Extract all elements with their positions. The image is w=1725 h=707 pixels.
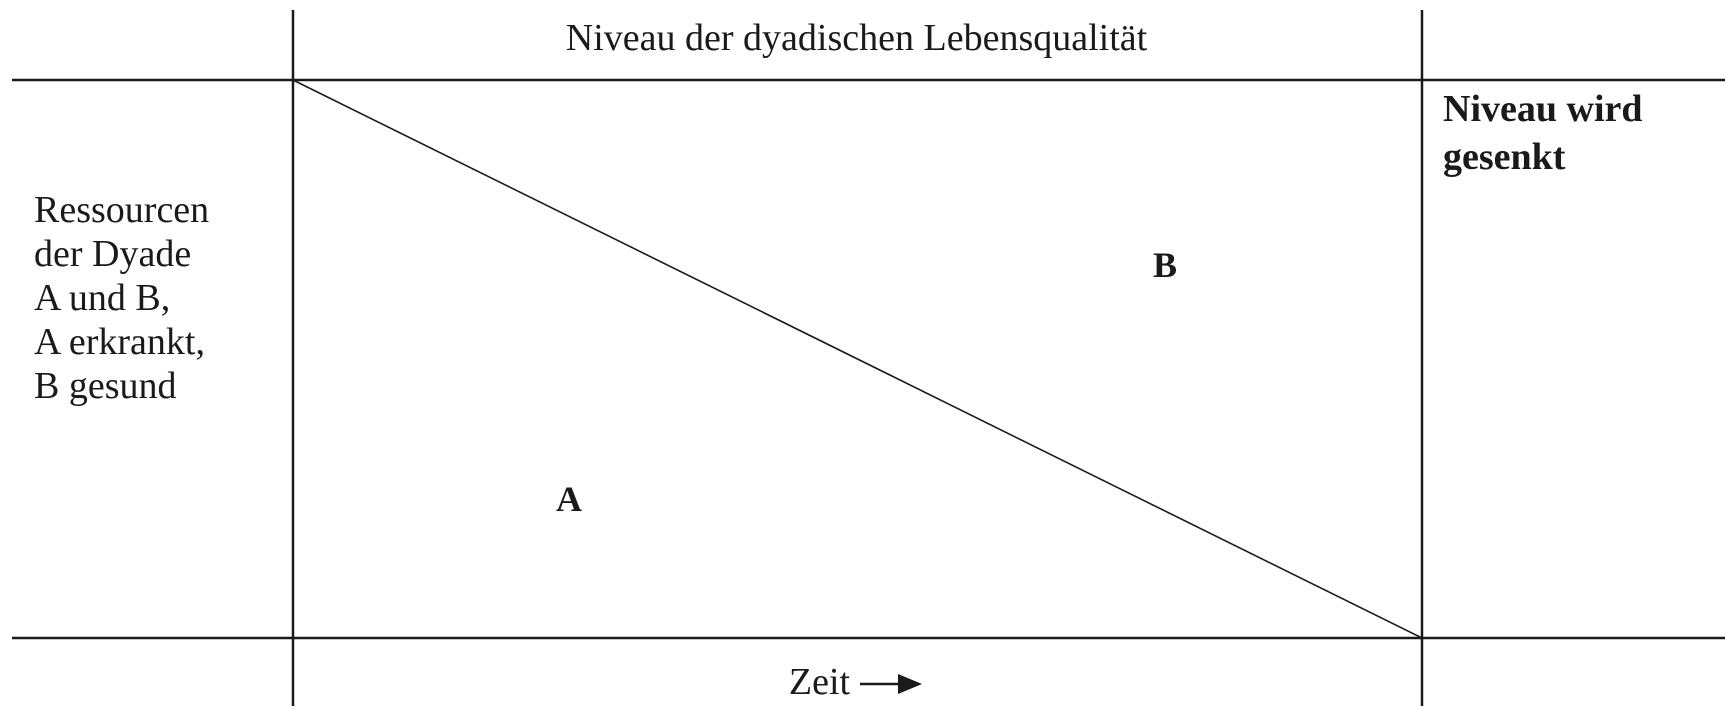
- right-label-line-2: gesenkt: [1443, 136, 1566, 178]
- header-title: Niveau der dyadischen Lebensqualität: [565, 17, 1148, 59]
- left-label-line-3: A und B,: [34, 277, 171, 319]
- footer-time-label: Zeit: [788, 661, 851, 703]
- region-b-label: B: [1153, 245, 1178, 285]
- footer-time: Zeit: [293, 660, 1420, 707]
- left-label-line-4: A erkrankt,: [34, 321, 205, 363]
- left-label-line-5: B gesund: [34, 365, 177, 407]
- right-label: Niveau wird gesenkt: [1443, 85, 1713, 181]
- left-label: Ressourcen der Dyade A und B, A erkrankt…: [34, 188, 284, 408]
- region-a-label: A: [556, 479, 582, 519]
- left-label-line-2: der Dyade: [34, 233, 192, 275]
- right-arrow-icon: [858, 663, 924, 707]
- diagonal-divider: [292, 79, 1423, 639]
- right-label-line-1: Niveau wird: [1443, 88, 1643, 130]
- left-label-line-1: Ressourcen: [34, 189, 210, 231]
